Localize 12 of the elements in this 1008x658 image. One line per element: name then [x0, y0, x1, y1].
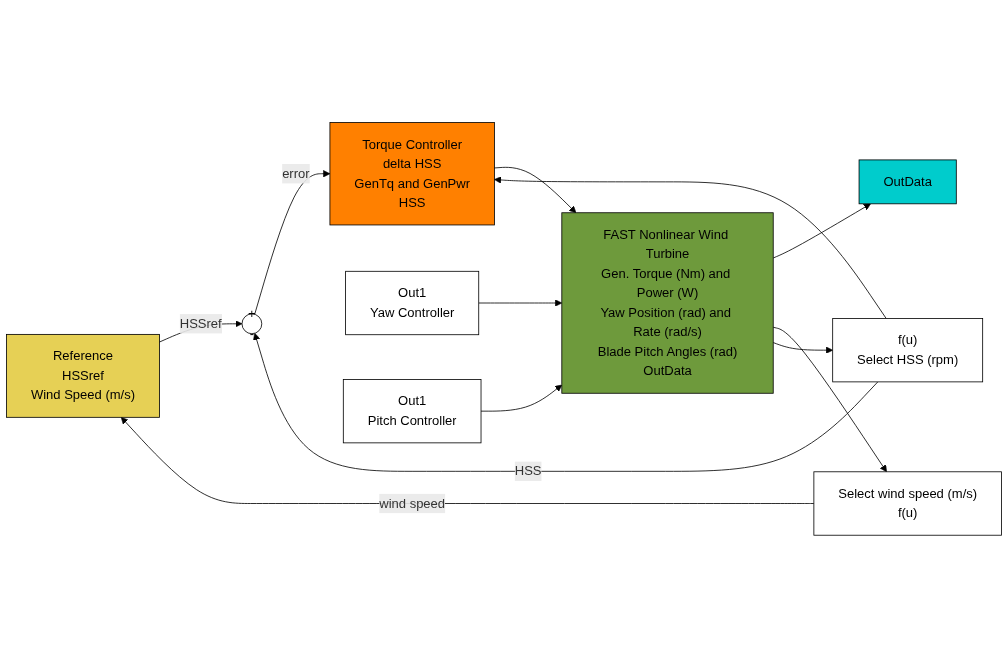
node-box: Reference HSSref Wind Speed (m/s)	[6, 334, 160, 418]
edge-label: wind speed	[379, 496, 446, 511]
node-box: Select wind speed (m/s) f(u)	[813, 471, 1002, 536]
node-box: Out1 Yaw Controller	[345, 271, 480, 336]
edge-label: HSSref	[179, 316, 222, 331]
edge-label: HSS	[514, 464, 542, 478]
node-box: Out1 Pitch Controller	[342, 379, 482, 444]
edge-label: error	[282, 166, 310, 181]
node-box: OutData	[858, 159, 957, 205]
node-box: f(u) Select HSS (rpm)	[832, 318, 984, 383]
node-box: FAST Nonlinear Wind Turbine Gen. Torque (Nm) and Power (W) Yaw Position (rad) and Rate (rad/s) Blade Pitch Angles (rad) OutData	[561, 212, 774, 394]
node-box: Torque Controller delta HSS GenTq and GenPwr HSS	[329, 122, 495, 226]
